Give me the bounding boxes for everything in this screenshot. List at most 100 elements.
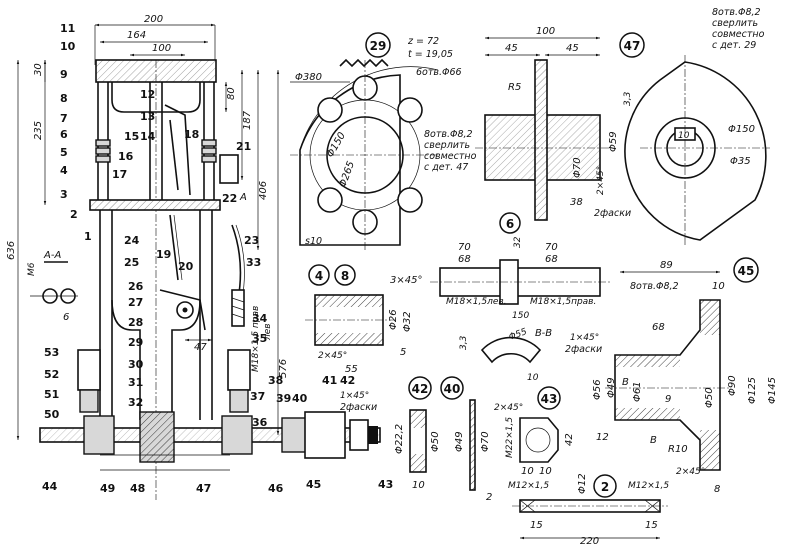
part45-chamfer3: 2×45°	[676, 467, 705, 477]
part-label-2: 2	[70, 208, 78, 221]
part-label-43: 43	[378, 478, 393, 491]
flange-d10: 10	[678, 131, 690, 141]
part-label-5: 5	[60, 146, 68, 159]
part-4-id: 4	[315, 269, 323, 283]
part-label-49: 49	[100, 482, 115, 495]
part-label-15: 15	[124, 130, 139, 143]
part43-chamfer: 2×45°	[494, 403, 523, 413]
part-label-48: 48	[130, 482, 145, 495]
part-label-23: 23	[244, 234, 259, 247]
part-label-24: 24	[124, 234, 140, 247]
sprocket-t: t = 19,05	[408, 49, 453, 60]
part48-chamfer2: 2×45°	[318, 351, 347, 361]
part45-l9: 9	[665, 394, 671, 405]
part-label-28: 28	[128, 316, 143, 329]
part6-l70a: 70	[458, 242, 471, 253]
part43-thread: M22×1,5	[505, 417, 515, 458]
part-label-47: 47	[196, 482, 211, 495]
part-label-29: 29	[128, 336, 143, 349]
part-label-35: 35	[252, 332, 267, 345]
part-label-3: 3	[60, 188, 68, 201]
part6-l68a: 68	[458, 254, 471, 265]
part45-b-top: B	[622, 377, 629, 388]
part45-holes: 8отв.Φ8,2	[630, 281, 679, 292]
part45-d49: Φ49	[606, 377, 617, 398]
sprocket-note-3: совместно	[424, 151, 477, 162]
flange-d35: Φ35	[730, 156, 751, 167]
dim-636: 636	[6, 241, 17, 260]
part-40-id: 40	[444, 382, 461, 396]
part-42-id: 42	[412, 382, 429, 396]
sprocket-s10: s10	[305, 236, 322, 247]
part45-d56: Φ56	[592, 379, 603, 400]
part-label-44: 44	[42, 480, 58, 493]
part-label-41: 41	[322, 374, 337, 387]
part43-l10b: 10	[539, 466, 552, 477]
part-label-32: 32	[128, 396, 143, 409]
hub-chamfer2: 2фаски	[594, 208, 631, 219]
part-label-37: 37	[250, 390, 265, 403]
part-45-id: 45	[738, 264, 755, 278]
part45-l8: 8	[714, 484, 720, 495]
dim-406: 406	[258, 181, 269, 200]
part-label-4: 4	[60, 164, 68, 177]
part45-d90: Φ90	[727, 375, 738, 396]
part48-d32: Φ32	[402, 311, 413, 332]
part-label-21: 21	[236, 140, 251, 153]
sprocket-d265: Φ265	[337, 160, 357, 189]
hub-d70: Φ70	[572, 157, 583, 178]
part2-tleft: M12×1,5	[508, 481, 549, 491]
part40-d49: Φ49	[454, 431, 465, 452]
part-label-27: 27	[128, 296, 143, 309]
dim-m18: M18×1,5 прав	[251, 306, 261, 372]
flange-note-3: совместно	[712, 29, 765, 40]
left-damper	[77, 349, 101, 413]
part-42-view: 42 1×45° 2фаски Φ22,2 Φ50 10	[340, 376, 441, 491]
right-spring-stack	[201, 139, 217, 163]
dim-6: 6	[63, 312, 69, 323]
part43-d42: 42	[564, 433, 575, 446]
part-label-36: 36	[252, 416, 268, 429]
part2-l220: 220	[580, 536, 599, 547]
dim-80: 80	[226, 87, 237, 100]
hub-chamfer: 2×45°	[596, 166, 606, 195]
part-label-51: 51	[44, 388, 59, 401]
part45-d125: Φ125	[747, 377, 758, 404]
flange-note-2: сверлить	[712, 18, 758, 29]
sprocket-holes: 6отв.Φ66	[416, 67, 462, 78]
part45-b-bottom: B	[650, 435, 657, 446]
part-43-view: 43 2×45° M22×1,5 42 10 10	[494, 386, 575, 477]
hub-d59: Φ59	[608, 131, 619, 152]
part-label-45: 45	[306, 478, 321, 491]
part-label-30: 30	[128, 358, 144, 371]
flange-47-view: 47 8отв.Φ8,2 сверлить совместно с дет. 2…	[619, 7, 770, 245]
part-label-52: 52	[44, 368, 59, 381]
part45-chamfer: 1×45°	[570, 333, 599, 343]
part-6-id: 6	[506, 217, 514, 231]
sprocket-29-view: 29 z = 72 t = 19,05 Φ380 6отв.Φ66 Φ150 Φ…	[290, 32, 477, 250]
hub-d45a: 45	[505, 43, 518, 54]
part45-r10: R10	[668, 444, 688, 455]
dim-576: 576	[278, 359, 289, 378]
part2-l15b: 15	[645, 520, 658, 531]
part-label-53: 53	[44, 346, 59, 359]
part-label-38: 38	[268, 374, 283, 387]
part48-l55: 55	[345, 364, 358, 375]
part-label-26: 26	[128, 280, 144, 293]
part-label-8: 8	[60, 92, 68, 105]
arrow-a-label: A	[239, 192, 247, 203]
part-label-14: 14	[140, 130, 156, 143]
part-43-id: 43	[541, 392, 558, 406]
dim-m6: M6	[27, 262, 37, 276]
dim-lev: лев	[263, 323, 273, 341]
part6-d33: 3,3	[459, 335, 469, 350]
part2-tright: M12×1,5	[628, 481, 669, 491]
sprocket-note-2: сверлить	[424, 140, 470, 151]
part42-d50: Φ50	[430, 431, 441, 452]
dim-200: 200	[144, 14, 163, 25]
part-label-10: 10	[60, 40, 76, 53]
part2-l15a: 15	[530, 520, 543, 531]
assembly-view: 200 164 100	[6, 14, 393, 500]
part-number-labels: 1234567891011121314151617181920212223242…	[42, 22, 393, 495]
